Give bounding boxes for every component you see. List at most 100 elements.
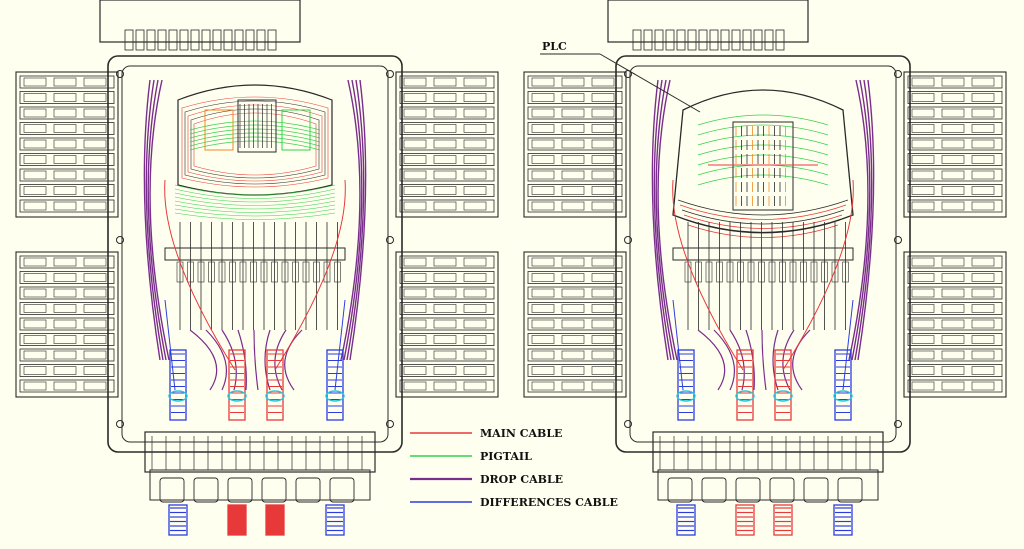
sc-adapter xyxy=(433,155,457,164)
sc-adapter xyxy=(403,155,427,164)
main-cable-route xyxy=(164,179,236,371)
sc-adapter xyxy=(463,366,487,375)
grommet-ring xyxy=(325,390,345,402)
sc-adapter xyxy=(83,288,107,298)
drop-cable-fan xyxy=(284,329,303,391)
sc-adapter xyxy=(433,304,457,313)
sc-adapter xyxy=(463,155,487,164)
sc-adapter xyxy=(531,155,555,164)
sc-adapter xyxy=(23,93,47,102)
sc-adapter xyxy=(53,319,77,329)
cable-entry-sleeve xyxy=(676,349,696,536)
lid-rib xyxy=(698,29,708,51)
sc-adapter xyxy=(83,139,107,149)
drop-cable-right xyxy=(346,79,365,361)
lid-rib xyxy=(201,29,211,51)
pigtail-route xyxy=(174,200,336,210)
sc-adapter xyxy=(531,93,555,102)
sc-adapter xyxy=(83,170,107,180)
sc-adapter-row xyxy=(527,106,623,120)
pigtail-loop xyxy=(189,136,321,147)
adapter-panel-top-right xyxy=(395,71,499,218)
sc-adapter xyxy=(403,108,427,118)
mounting-hole xyxy=(116,420,124,428)
sc-adapter-row xyxy=(19,91,115,104)
sc-adapter xyxy=(83,155,107,164)
legend-label-differences-cable: DIFFERENCES CABLE xyxy=(480,496,618,509)
lid-rib xyxy=(742,29,752,51)
sc-adapter xyxy=(531,186,555,195)
lid-rib xyxy=(654,29,664,51)
sc-adapter xyxy=(561,186,585,195)
drop-cable-right xyxy=(340,79,361,361)
sc-adapter-row xyxy=(399,122,495,135)
sc-adapter xyxy=(403,201,427,211)
lid-rib xyxy=(190,29,200,51)
sleeve-body xyxy=(736,349,754,421)
sc-adapter xyxy=(23,350,47,360)
sc-adapter xyxy=(463,186,487,195)
sleeve-body xyxy=(169,349,187,421)
connector-body xyxy=(239,261,247,283)
legend-label-main-cable: MAIN CABLE xyxy=(480,427,562,440)
connector-body xyxy=(716,261,723,283)
sc-adapter xyxy=(433,201,457,211)
lid-rib xyxy=(687,29,697,51)
sc-adapter xyxy=(941,124,965,133)
sleeve-body xyxy=(326,349,344,421)
sc-adapter-row xyxy=(527,199,623,213)
cable-gland xyxy=(227,477,253,503)
sc-adapter xyxy=(911,381,935,391)
sc-adapter xyxy=(561,77,585,87)
connector-body xyxy=(218,261,226,283)
sc-adapter xyxy=(561,288,585,298)
sc-adapter xyxy=(463,350,487,360)
sc-adapter xyxy=(941,366,965,375)
sc-adapter-row xyxy=(399,199,495,213)
pigtail-route xyxy=(174,192,336,203)
drop-cable-fan xyxy=(697,329,726,391)
sc-adapter xyxy=(941,201,965,211)
connector-body xyxy=(323,261,331,283)
sc-adapter xyxy=(531,273,555,282)
cable-stub xyxy=(227,504,247,536)
sc-adapter xyxy=(911,350,935,360)
gland-row xyxy=(657,469,879,501)
legend-label-pigtail: PIGTAIL xyxy=(480,450,532,463)
sc-adapter xyxy=(23,201,47,211)
pigtail-loop xyxy=(697,164,829,176)
sc-adapter xyxy=(591,366,615,375)
lid-rib xyxy=(124,29,134,51)
cable-stub xyxy=(265,504,285,536)
sc-adapter xyxy=(941,350,965,360)
sc-adapter xyxy=(403,257,427,267)
pigtail-route xyxy=(174,208,336,217)
sc-adapter xyxy=(531,139,555,149)
connector-body xyxy=(758,261,765,283)
plc-label: PLC xyxy=(542,40,567,53)
connector-body xyxy=(821,261,828,283)
drop-cable-left xyxy=(143,79,161,361)
sc-adapter xyxy=(971,366,995,375)
adapter-panel-bottom-left xyxy=(15,251,119,398)
sc-adapter xyxy=(561,381,585,391)
sc-adapter xyxy=(591,350,615,360)
sc-adapter-row xyxy=(19,271,115,284)
sc-adapter xyxy=(83,124,107,133)
lid-rib xyxy=(676,29,686,51)
sc-adapter xyxy=(531,257,555,267)
sc-adapter xyxy=(23,186,47,195)
splice-tray xyxy=(672,89,854,234)
pigtail-route xyxy=(174,212,336,220)
sc-adapter xyxy=(911,335,935,344)
sc-adapter xyxy=(83,273,107,282)
sc-adapter-row xyxy=(907,168,1003,182)
mounting-hole xyxy=(894,236,902,244)
connector-rail xyxy=(164,247,346,261)
lid-rib xyxy=(643,29,653,51)
sc-adapter xyxy=(971,319,995,329)
mounting-hole xyxy=(894,420,902,428)
cable-entry-sleeve xyxy=(227,349,247,536)
sc-adapter xyxy=(531,288,555,298)
sc-adapter xyxy=(53,108,77,118)
